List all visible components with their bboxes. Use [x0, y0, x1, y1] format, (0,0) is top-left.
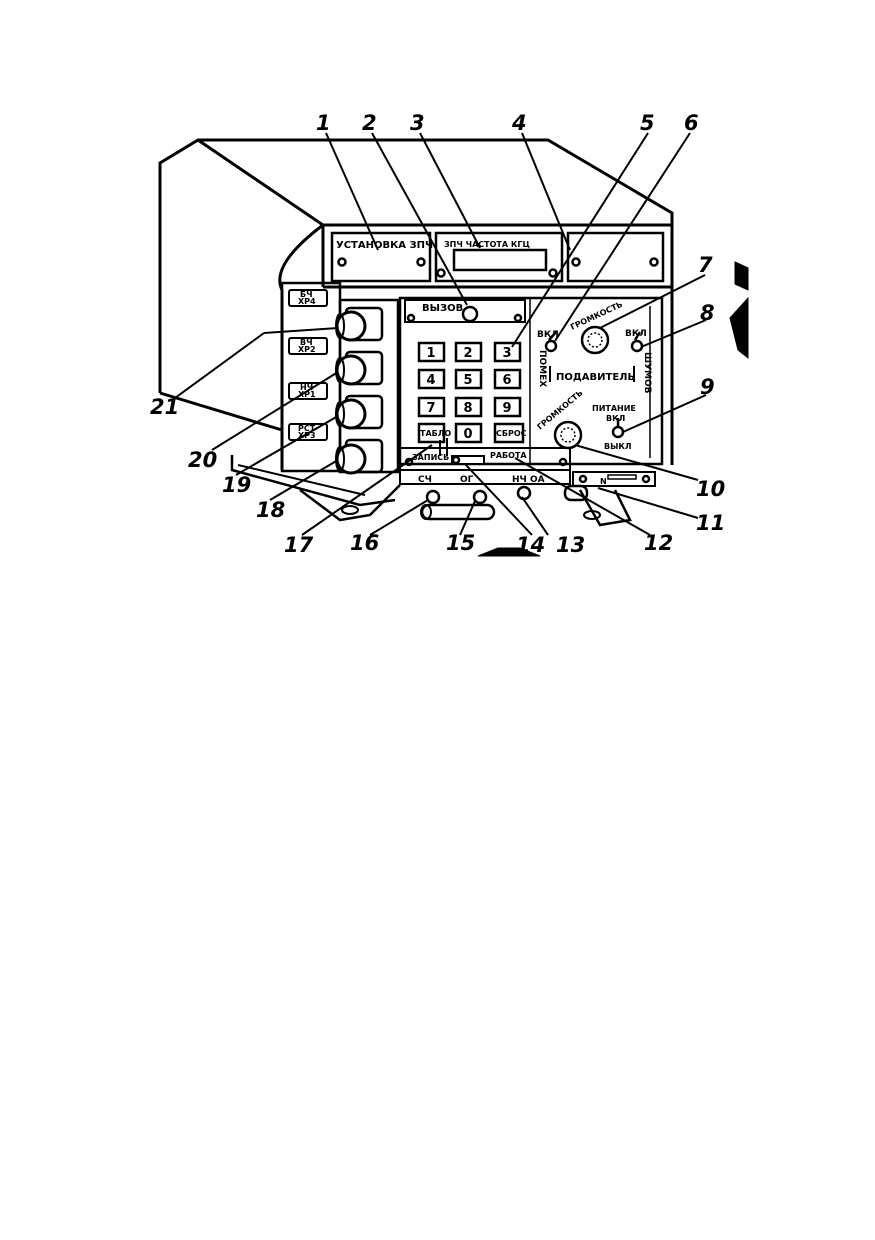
key-2-label: 2 — [463, 346, 472, 361]
left-label-2-top: ВЧ — [300, 338, 313, 347]
left-label-3-top: НЧ — [300, 383, 313, 392]
suppressor-label: ПОДАВИТЕЛЬ — [556, 372, 635, 383]
key-9-label: 9 — [502, 401, 511, 416]
key-display[interactable] — [417, 422, 446, 444]
setup-label: УСТАНОВКА ЗПЧ — [336, 240, 433, 251]
callout-8: 8 — [700, 301, 715, 325]
left-label-4-bottom: ХР3 — [298, 431, 316, 440]
noise-toggle[interactable] — [630, 339, 644, 353]
og-adjust[interactable] — [472, 489, 488, 505]
left-label-3-bottom: ХР1 — [298, 390, 316, 399]
record-label: ЗАПИСЬ — [412, 453, 449, 462]
left-label-2-bottom: ХР2 — [298, 345, 316, 354]
nch-oa-label: НЧ ОА — [512, 475, 545, 485]
key-9[interactable] — [493, 396, 522, 418]
key-1[interactable] — [417, 341, 446, 363]
volume-knob-bottom[interactable] — [553, 420, 583, 450]
callout-6: 6 — [684, 111, 699, 135]
interference-toggle[interactable] — [544, 339, 558, 353]
connector-xp1[interactable] — [335, 398, 367, 430]
key-1-label: 1 — [426, 346, 435, 361]
callout-19: 19 — [222, 473, 251, 497]
leader-lines — [174, 132, 707, 536]
noise-vertical-label: ШУМОВ — [642, 352, 652, 394]
key-0[interactable] — [454, 422, 483, 444]
key-7-label: 7 — [426, 401, 435, 416]
volume-knob-top[interactable] — [580, 325, 610, 355]
keypad — [417, 341, 525, 444]
callout-20: 20 — [188, 448, 217, 472]
connector-xp2[interactable] — [335, 354, 367, 386]
connector-xp4[interactable] — [335, 310, 367, 342]
interference-vertical-label: ПОМЕХ — [537, 350, 547, 387]
left-label-1-bottom: ХР4 — [298, 297, 316, 306]
key-7[interactable] — [417, 396, 446, 418]
callout-18: 18 — [256, 498, 285, 522]
key-0-label: 0 — [463, 427, 472, 442]
connector-jacks — [335, 310, 367, 475]
top-plates — [330, 231, 665, 283]
power-toggle[interactable] — [611, 425, 625, 439]
key-5[interactable] — [454, 368, 483, 390]
housing — [158, 138, 674, 470]
key-3-label: 3 — [502, 346, 511, 361]
callout-21: 21 — [150, 395, 179, 419]
callout-15: 15 — [446, 531, 475, 555]
left-label-4-top: РСТ — [298, 424, 316, 433]
callout-16: 16 — [350, 531, 379, 555]
power-label: ПИТАНИЕ — [592, 404, 636, 413]
front-panel — [398, 296, 664, 466]
freq-label: ЗПЧ ЧАСТОТА КГЦ — [444, 240, 530, 249]
power-on-label: ВКЛ — [606, 414, 625, 423]
connector-xp3[interactable] — [335, 443, 367, 475]
call-button[interactable] — [461, 305, 479, 323]
key-2[interactable] — [454, 341, 483, 363]
key-reset-label: СБРОС — [496, 429, 527, 438]
key-6-label: 6 — [502, 373, 511, 388]
key-8-label: 8 — [463, 401, 472, 416]
key-display-label: ТАБЛО — [420, 429, 451, 438]
callout-7: 7 — [698, 253, 713, 277]
sch-adjust[interactable] — [425, 489, 441, 505]
callout-11: 11 — [696, 511, 725, 535]
sch-label: СЧ — [418, 475, 432, 485]
key-6[interactable] — [493, 368, 522, 390]
key-8[interactable] — [454, 396, 483, 418]
callout-4: 4 — [511, 111, 527, 135]
key-4[interactable] — [417, 368, 446, 390]
callout-2: 2 — [362, 111, 377, 135]
callout-9: 9 — [700, 375, 715, 399]
callout-3: 3 — [410, 111, 425, 135]
callout-14: 14 — [516, 533, 545, 557]
left-label-1-top: БЧ — [300, 290, 313, 299]
callout-17: 17 — [284, 533, 314, 557]
nch-adjust[interactable] — [516, 485, 532, 501]
callout-12: 12 — [644, 531, 673, 555]
callout-1: 1 — [316, 111, 331, 135]
interference-on-label: ВКЛ — [537, 330, 559, 340]
key-4-label: 4 — [426, 373, 435, 388]
power-off-label: ВЫКЛ — [604, 442, 632, 451]
call-label: ВЫЗОВ — [422, 303, 463, 314]
callout-5: 5 — [640, 111, 655, 135]
n-mark-label: N — [600, 477, 607, 486]
key-3[interactable] — [493, 341, 522, 363]
noise-on-label: ВКЛ — [625, 329, 647, 339]
og-label: ОГ — [460, 475, 474, 485]
callout-10: 10 — [696, 477, 725, 501]
work-label: РАБОТА — [490, 451, 527, 460]
callout-13: 13 — [556, 533, 585, 557]
key-reset[interactable] — [493, 422, 525, 444]
key-5-label: 5 — [463, 373, 472, 388]
right-controls — [544, 325, 644, 450]
